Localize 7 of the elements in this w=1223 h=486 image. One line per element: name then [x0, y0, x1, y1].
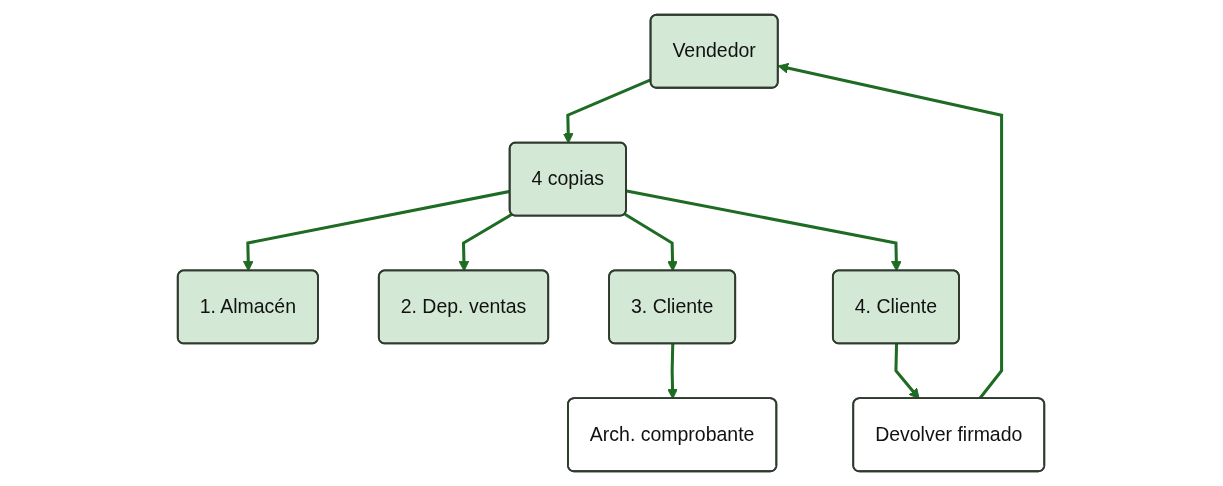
arrow: [667, 344, 679, 400]
arrow: [243, 189, 512, 272]
arrow: [624, 213, 679, 272]
arrow: [626, 189, 903, 272]
arrow: [459, 213, 514, 272]
arrow: [894, 344, 921, 400]
arrow: [778, 62, 1004, 400]
